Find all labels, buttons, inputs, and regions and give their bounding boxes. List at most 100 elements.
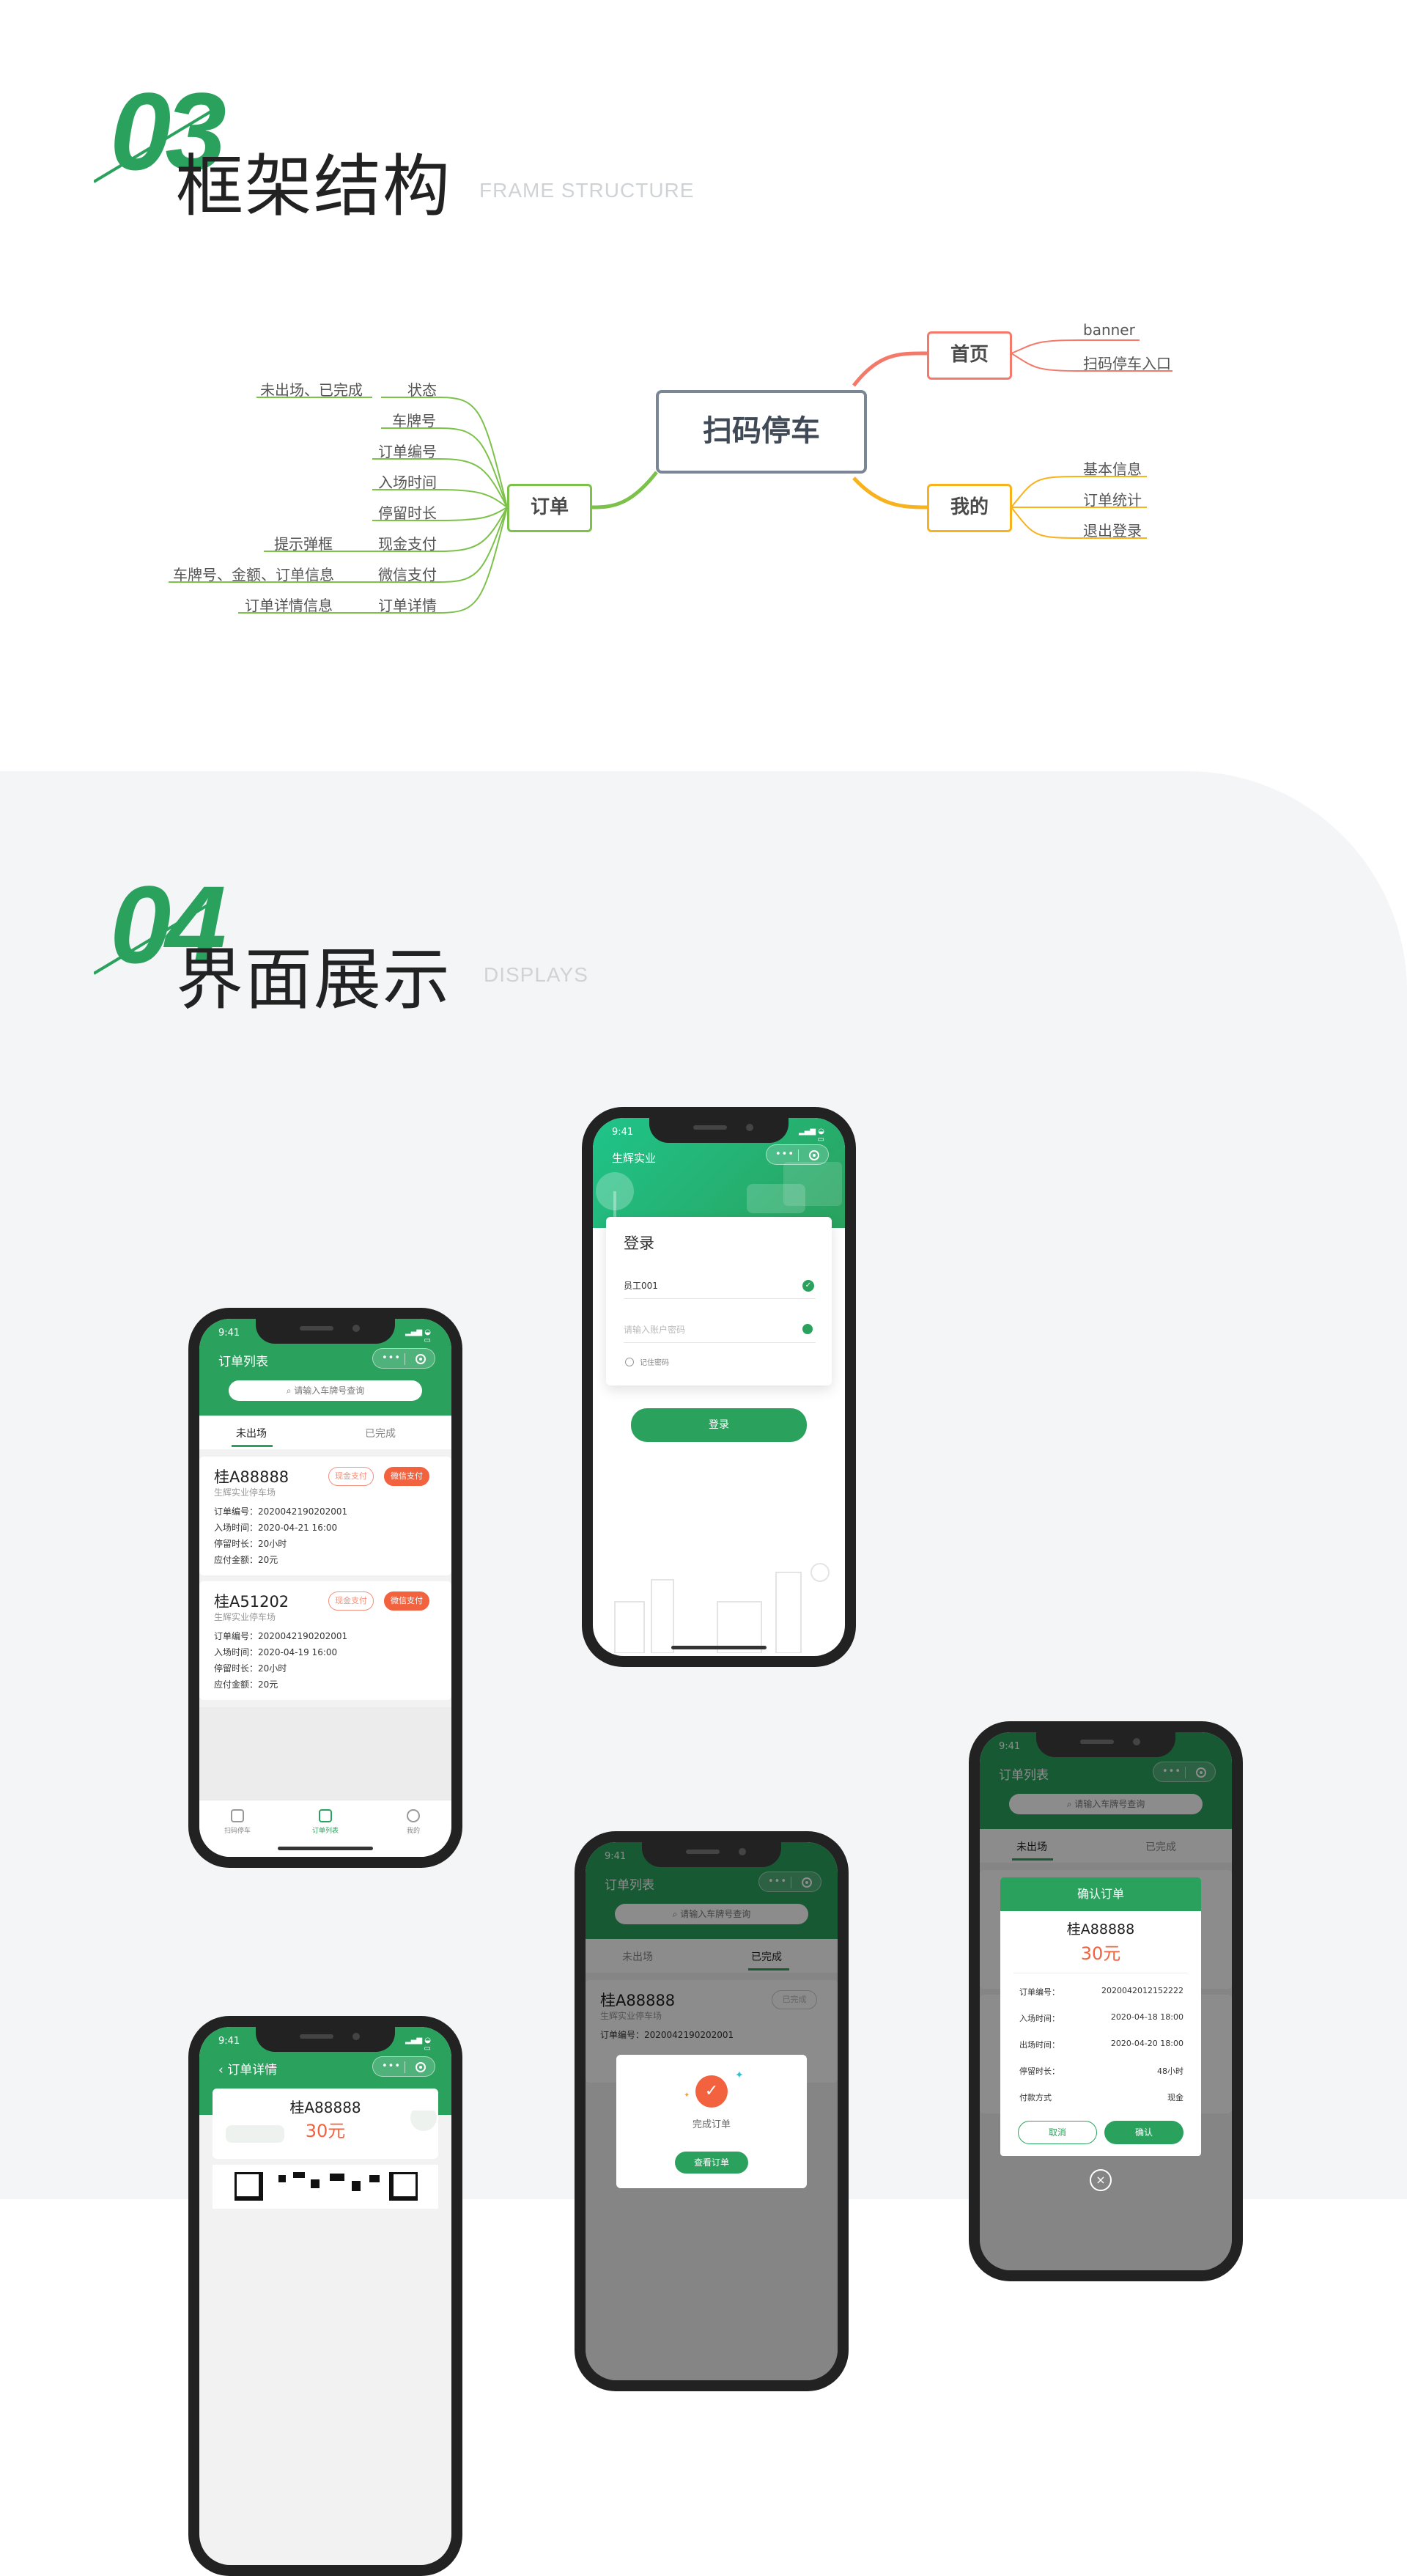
capsule-menu[interactable]: ••• — [372, 1348, 435, 1369]
close-target-icon[interactable] — [1196, 1767, 1206, 1778]
mindmap-node-order: 订单 — [507, 484, 592, 532]
mindmap-leaf: 车牌号 — [392, 412, 436, 430]
mindmap-leaf: 现金支付 — [378, 535, 437, 553]
stay-duration: 停留时长：20小时 — [214, 1663, 287, 1674]
status-time: 9:41 — [612, 1127, 634, 1138]
parking-lot: 生辉实业停车场 — [600, 2011, 662, 2021]
stay-duration: 停留时长：20小时 — [214, 1539, 287, 1549]
tab-pending[interactable]: 未出场 — [622, 1951, 653, 1963]
close-target-icon[interactable] — [802, 1877, 812, 1888]
sparkle-icon: ✦ — [735, 2069, 744, 2081]
tab-bar: 未出场 已完成 — [199, 1416, 451, 1449]
edge-root-home — [852, 351, 928, 387]
tab-completed[interactable]: 已完成 — [1145, 1841, 1176, 1853]
more-icon[interactable]: ••• — [382, 1353, 402, 1364]
row-label: 出场时间： — [1019, 2040, 1060, 2050]
mindmap-leaf: 停留时长 — [378, 504, 437, 522]
search-input[interactable]: ⌕ 请输入车牌号查询 — [615, 1904, 808, 1924]
login-card: 登录 员工001 ✓ 请输入账户密码 记住密码 — [606, 1217, 832, 1385]
sparkle-icon: ✦ — [684, 2091, 690, 2100]
complete-modal: ✓ ✦ ✦ 完成订单 查看订单 — [616, 2055, 807, 2188]
status-time: 9:41 — [218, 1328, 240, 1339]
tab-completed[interactable]: 已完成 — [751, 1951, 782, 1963]
capsule-menu[interactable]: ••• — [758, 1872, 821, 1892]
detail-summary-card: 桂A88888 30元 — [213, 2089, 438, 2159]
section-number: 04 — [110, 863, 226, 986]
qr-code-area — [213, 2165, 438, 2209]
wechat-pay-button[interactable]: 微信支付 — [384, 1591, 429, 1611]
capsule-menu[interactable]: ••• — [372, 2056, 435, 2077]
status-icons: ▂▄▆ ◒ ▭ — [799, 1127, 824, 1144]
amount-due: 应付金额：20元 — [214, 1555, 278, 1565]
tab-pending[interactable]: 未出场 — [236, 1428, 267, 1440]
remember-label: 记住密码 — [640, 1359, 669, 1367]
close-icon[interactable]: × — [1090, 2169, 1112, 2191]
search-icon: ⌕ — [1066, 1799, 1075, 1809]
footer-tab-mine[interactable]: 我的 — [384, 1809, 443, 1835]
order-card[interactable]: 桂A51202 生辉实业停车场 现金支付 微信支付 订单编号：202004219… — [199, 1581, 451, 1700]
nav-title: 订单列表 — [605, 1878, 654, 1893]
city-illustration — [614, 1563, 830, 1653]
status-icons: ▂▄▆ ◒ ▭ — [405, 2036, 431, 2053]
phone-notch — [256, 2027, 395, 2052]
parking-lot: 生辉实业停车场 — [214, 1487, 276, 1498]
wechat-pay-button[interactable]: 微信支付 — [384, 1467, 429, 1486]
more-icon[interactable]: ••• — [382, 2061, 402, 2072]
confirm-button[interactable]: 确认 — [1104, 2121, 1183, 2144]
login-heading: 登录 — [624, 1234, 654, 1252]
row-value: 48小时 — [1157, 2067, 1183, 2076]
plate-number: 桂A88888 — [600, 1992, 676, 2009]
search-input[interactable]: ⌕ 请输入车牌号查询 — [1009, 1794, 1203, 1814]
order-card[interactable]: 桂A88888 生辉实业停车场 现金支付 微信支付 订单编号：202004219… — [199, 1457, 451, 1575]
row-label: 订单编号： — [1019, 1987, 1060, 1997]
modal-plate: 桂A88888 — [1066, 1921, 1135, 1937]
mindmap-subleaf: 提示弹框 — [274, 535, 333, 553]
eye-icon[interactable] — [802, 1324, 813, 1334]
company-name: 生辉实业 — [612, 1152, 657, 1165]
search-input[interactable]: ⌕ 请输入车牌号查询 — [229, 1380, 422, 1401]
home-indicator — [278, 1847, 373, 1850]
remember-checkbox[interactable] — [625, 1358, 634, 1366]
confirm-modal: 确认订单 桂A88888 30元 订单编号： 2020042012152222 … — [1000, 1877, 1201, 2156]
modal-title: 确认订单 — [1000, 1877, 1201, 1911]
footer-tab-orders[interactable]: 订单列表 — [296, 1809, 355, 1835]
footer-tab-scan[interactable]: 扫码停车 — [208, 1809, 267, 1835]
phone-login: 9:41 ▂▄▆ ◒ ▭ 生辉实业 ••• 登录 员工001 ✓ 请输入账户密码… — [582, 1107, 856, 1667]
more-icon[interactable]: ••• — [768, 1876, 788, 1887]
cash-pay-button[interactable]: 现金支付 — [328, 1467, 374, 1486]
nav-title: 订单列表 — [218, 1355, 268, 1369]
close-target-icon[interactable] — [416, 2062, 426, 2072]
qr-code — [234, 2172, 418, 2201]
username-field[interactable]: 员工001 — [624, 1277, 816, 1299]
phone-notch — [649, 1118, 789, 1143]
amount-due: 应付金额：20元 — [214, 1679, 278, 1690]
mindmap-subleaf: 未出场、已完成 — [260, 381, 363, 399]
view-order-button[interactable]: 查看订单 — [675, 2152, 748, 2174]
status-time: 9:41 — [218, 2036, 240, 2047]
cancel-button[interactable]: 取消 — [1018, 2121, 1097, 2144]
tab-completed[interactable]: 已完成 — [365, 1428, 396, 1440]
search-placeholder: 请输入车牌号查询 — [294, 1385, 365, 1396]
close-target-icon[interactable] — [809, 1150, 819, 1160]
more-icon[interactable]: ••• — [775, 1149, 795, 1160]
mindmap-leaf: banner — [1083, 321, 1135, 339]
close-target-icon[interactable] — [416, 1354, 426, 1364]
mindmap-subleaf: 订单详情信息 — [245, 597, 333, 614]
status-icons: ▂▄▆ ◒ ▭ — [405, 1328, 431, 1344]
row-value: 2020042012152222 — [1101, 1986, 1183, 1995]
mindmap-subleaf: 车牌号、金额、订单信息 — [173, 566, 334, 584]
phone-notch — [256, 1319, 395, 1344]
capsule-menu[interactable]: ••• — [1153, 1762, 1216, 1782]
back-icon[interactable]: ‹ — [218, 2063, 228, 2078]
login-button[interactable]: 登录 — [631, 1408, 807, 1442]
status-time: 9:41 — [999, 1741, 1021, 1752]
cash-pay-button[interactable]: 现金支付 — [328, 1591, 374, 1611]
login-scene-illustration — [596, 1162, 842, 1235]
mindmap-diagram — [169, 339, 1172, 614]
password-field[interactable]: 请输入账户密码 — [624, 1321, 816, 1343]
more-icon[interactable]: ••• — [1162, 1766, 1182, 1777]
capsule-menu[interactable]: ••• — [766, 1144, 829, 1165]
phone-confirm-order: 9:41 订单列表 ••• ⌕ 请输入车牌号查询 未出场 已完成 确认订单 桂A… — [969, 1721, 1243, 2281]
tab-pending[interactable]: 未出场 — [1016, 1841, 1047, 1853]
row-label: 入场时间： — [1019, 2014, 1060, 2023]
